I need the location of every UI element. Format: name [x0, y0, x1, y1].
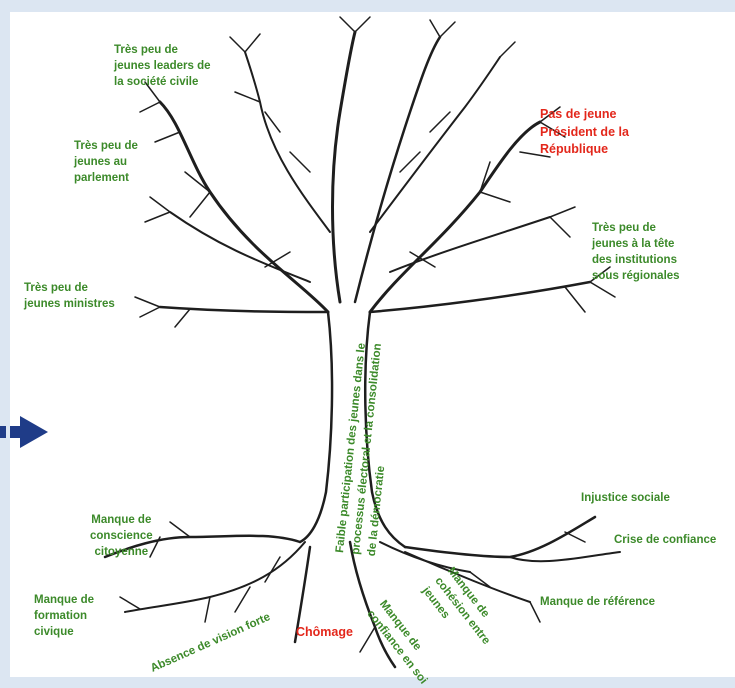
label-unemployment: Chômage	[296, 625, 353, 639]
label-confidence-crisis: Crise de confiance	[614, 534, 717, 546]
label-civic-training: Manque de formation civique	[34, 594, 95, 639]
label-ministers: Très peu de jeunes ministres	[24, 282, 115, 311]
tree-drawing	[103, 16, 621, 669]
diagram-panel: Faible participation des jeunes dans le …	[10, 12, 735, 687]
label-parliament: Très peu de jeunes au parlement	[74, 140, 138, 185]
label-president: Pas de jeune Président de la République	[540, 107, 629, 156]
right-arrow-icon	[0, 416, 48, 448]
label-social-injustice: Injustice sociale	[581, 492, 670, 504]
label-regional-institutions: Très peu de jeunes à la tête des institu…	[592, 222, 680, 283]
label-civic-conscience: Manque de conscience citoyenne	[90, 514, 153, 559]
label-lack-of-reference: Manque de référence	[540, 596, 656, 608]
tree-strokes	[103, 16, 621, 669]
label-civil-society-leaders: Très peu de jeunes leaders de la société…	[114, 44, 211, 89]
